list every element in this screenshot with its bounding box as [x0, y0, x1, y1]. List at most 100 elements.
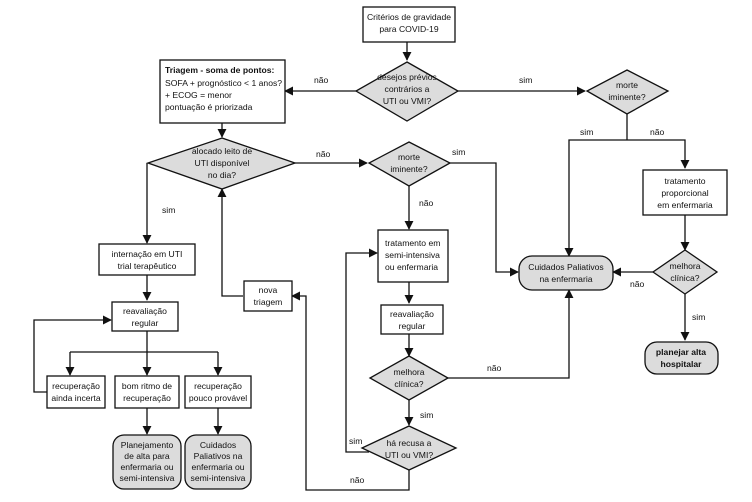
node-triagem-line3: pontuação é priorizada — [165, 102, 253, 112]
node-cuidadossemi-line1: Cuidados — [200, 440, 236, 450]
node-alocado-line2: UTI disponível — [195, 158, 250, 168]
label-melhora2-nao: não — [487, 363, 502, 373]
node-desejos-line3: UTI ou VMI? — [383, 96, 431, 106]
label-morte2-sim: sim — [452, 147, 465, 157]
edge-labels: não sim sim não não sim sim não não sim … — [162, 75, 705, 485]
edge-melhora2-cuidados — [448, 289, 574, 379]
node-tratamento-proporcional: tratamento proporcional em enfermaria — [642, 169, 728, 216]
node-desejos-line2: contrários a — [385, 84, 430, 94]
node-pouco-line1: recuperação — [194, 381, 242, 391]
node-cuidadosenf-line1: Cuidados Paliativos — [528, 262, 603, 272]
node-incerta-line2: ainda incerta — [51, 393, 100, 403]
edge-incerta-loop-start — [33, 376, 47, 393]
label-recusa-sim: sim — [349, 436, 362, 446]
node-start: Critérios de gravidade para COVID-19 — [362, 6, 456, 43]
node-cuidadossemi-line4: semi-intensiva — [191, 473, 246, 483]
node-melhora1-line1: melhora — [669, 261, 700, 271]
node-tratsemi-line1: tratamento em — [385, 238, 440, 248]
node-reavaliacao-1: reavaliação regular — [111, 301, 179, 332]
node-recuperacao-incerta: recuperação ainda incerta — [46, 375, 106, 409]
label-desejos-nao: não — [314, 75, 329, 85]
node-recuperacao-pouco-provavel: recuperação pouco provável — [184, 375, 252, 409]
label-morte2-nao: não — [419, 198, 434, 208]
node-triagem: Triagem - soma de pontos: SOFA + prognós… — [159, 59, 286, 124]
node-morte2: morte iminente? — [367, 141, 452, 187]
node-bom-ritmo: bom ritmo de recuperação — [114, 375, 180, 409]
node-internacao-line1: internação em UTI — [112, 249, 183, 259]
label-desejos-sim: sim — [519, 75, 532, 85]
node-tratprop-line2: proporcional — [661, 188, 708, 198]
node-triagem-line2: + ECOG = menor — [165, 90, 232, 100]
node-reaval1-line1: reavaliação — [123, 306, 167, 316]
node-reaval1-line2: regular — [132, 318, 159, 328]
node-melhora1: melhora clínica? — [651, 249, 719, 295]
node-melhora2: melhora clínica? — [368, 355, 450, 401]
node-cuidadosenf-line2: na enfermaria — [539, 274, 592, 284]
node-start-line1: Critérios de gravidade — [367, 12, 451, 22]
node-reavaliacao-2: reavaliação regular — [380, 304, 444, 335]
edge-recusa-tratsemi — [345, 248, 378, 453]
node-morte1-line1: morte — [616, 80, 638, 90]
node-alocado-line1: alocado leito de — [192, 146, 252, 156]
label-morte1-sim: sim — [580, 127, 593, 137]
node-planalta-line4: semi-intensiva — [120, 473, 175, 483]
node-tratprop-line3: em enfermaria — [657, 200, 713, 210]
node-planalta-line2: de alta para — [124, 451, 170, 461]
node-cuidadossemi-line3: enfermaria ou — [191, 462, 244, 472]
edge-novatriagem-alocado — [217, 188, 243, 297]
node-morte2-line2: iminente? — [390, 164, 427, 174]
node-start-line2: para COVID-19 — [379, 24, 438, 34]
node-recusa: há recusa a UTI ou VMI? — [360, 425, 458, 471]
node-recusa-line2: UTI ou VMI? — [385, 450, 433, 460]
node-internacao-line2: trial terapêutico — [118, 261, 177, 271]
node-reaval2-line1: reavaliação — [390, 309, 434, 319]
node-recusa-line1: há recusa a — [387, 438, 432, 448]
node-melhora1-line2: clínica? — [670, 273, 699, 283]
node-tratsemi-line3: ou enfermaria — [385, 262, 438, 272]
node-morte1: morte iminente? — [585, 69, 670, 115]
node-planejar-line2: hospitalar — [660, 359, 702, 369]
node-morte2-line1: morte — [398, 152, 420, 162]
label-recusa-nao: não — [350, 475, 365, 485]
node-reaval2-line2: regular — [399, 321, 426, 331]
label-melhora1-nao: não — [630, 279, 645, 289]
label-alocado-sim: sim — [162, 205, 175, 215]
node-incerta-line1: recuperação — [52, 381, 100, 391]
node-tratamento-semi: tratamento em semi-intensiva ou enfermar… — [377, 229, 449, 283]
node-planalta-line3: enfermaria ou — [120, 462, 173, 472]
node-bomritmo-line2: recuperação — [123, 393, 171, 403]
edge-recusa-novatriagem — [291, 291, 410, 491]
node-novatriagem-line1: nova — [259, 285, 278, 295]
label-melhora1-sim: sim — [692, 312, 705, 322]
node-planejar-line1: planejar alta — [656, 347, 706, 357]
node-planalta-line1: Planejamento — [121, 440, 174, 450]
node-alocado: alocado leito de UTI disponível no dia? — [146, 137, 297, 190]
edge-morte2-cuidados — [450, 162, 519, 277]
node-triagem-line1: SOFA + prognóstico < 1 anos? — [165, 78, 282, 88]
label-morte1-nao: não — [650, 127, 665, 137]
node-tratprop-line1: tratamento — [664, 176, 705, 186]
node-cuidados-semi-intensiva: Cuidados Paliativos na enfermaria ou sem… — [184, 434, 252, 490]
node-desejos: desejos prévios contrários a UTI ou VMI? — [354, 61, 460, 122]
node-melhora2-line2: clínica? — [394, 379, 423, 389]
node-bomritmo-line1: bom ritmo de — [122, 381, 172, 391]
node-triagem-title: Triagem - soma de pontos: — [165, 65, 274, 75]
node-alocado-line3: no dia? — [208, 170, 236, 180]
node-tratsemi-line2: semi-intensiva — [385, 250, 440, 260]
edge-incerta-loop — [33, 315, 112, 376]
edge-morte1-nao — [627, 139, 690, 169]
node-internacao: internação em UTI trial terapêutico — [98, 243, 196, 276]
node-melhora2-line1: melhora — [393, 367, 424, 377]
node-pouco-line2: pouco provável — [189, 393, 247, 403]
label-alocado-nao: não — [316, 149, 331, 159]
node-novatriagem-line2: triagem — [254, 297, 283, 307]
label-melhora2-sim: sim — [420, 410, 433, 420]
node-morte1-line2: iminente? — [608, 92, 645, 102]
node-cuidadossemi-line2: Paliativos na — [194, 451, 243, 461]
node-planejar-alta: planejar alta hospitalar — [644, 341, 719, 375]
node-nova-triagem: nova triagem — [243, 280, 293, 312]
node-cuidados-enfermaria: Cuidados Paliativos na enfermaria — [518, 255, 614, 291]
edge-morte1-sim — [564, 139, 627, 257]
node-planejamento-alta-enfermaria: Planejamento de alta para enfermaria ou … — [112, 434, 182, 490]
